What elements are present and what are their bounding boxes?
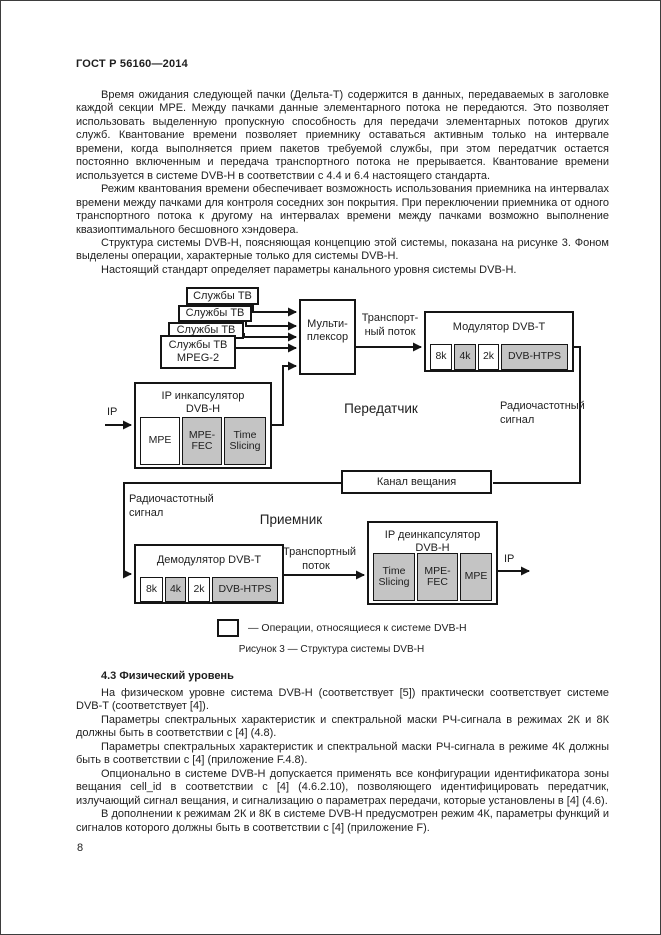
box-label: IP деинкапсулятор <box>384 529 481 541</box>
box-ip-encapsulator: IP инкапсулятор DVB-H MPE MPE- FEC Time … <box>134 382 272 469</box>
connector-tv1-mux <box>252 305 297 317</box>
diagram-connectors <box>105 305 581 580</box>
page-number: 8 <box>77 842 84 854</box>
box-label: DVB-H <box>185 403 221 415</box>
mode-4k: 4k <box>454 344 476 370</box>
connector-tv2-mux <box>245 321 297 331</box>
paragraph: На физическом уровне система DVB-H (соот… <box>76 687 609 713</box>
page-header: ГОСТ Р 56160—2014 <box>76 58 188 70</box>
box-demodulator-dvbt: Демодулятор DVB-T 8k 4k 2k DVB-HTPS <box>134 544 284 604</box>
connector-channel-demod <box>123 482 342 579</box>
label-receiver: Приемник <box>259 512 323 527</box>
box-label: Канал вещания <box>376 475 457 488</box>
box-label: DVB-H <box>415 542 450 554</box>
op-mpe-fec: MPE- FEC <box>417 553 458 601</box>
label-transmitter: Передатчик <box>344 401 418 416</box>
label-transport-stream-tx: Транспорт- ный поток <box>361 312 419 338</box>
box-tv-services-2: Службы ТВ <box>178 305 252 322</box>
box-tv-services-1: Службы ТВ <box>186 287 259 305</box>
mode-8k: 8k <box>140 577 163 602</box>
encapsulator-ops-row: MPE MPE- FEC Time Slicing <box>140 417 266 465</box>
mode-2k: 2k <box>478 344 499 370</box>
paragraph: Параметры спектральных характеристик и с… <box>76 740 609 767</box>
op-mpe-fec: MPE- FEC <box>182 417 222 465</box>
box-ip-deencapsulator: IP деинкапсулятор DVB-H Time Slicing MPE… <box>367 521 498 605</box>
mode-4k: 4k <box>165 577 186 602</box>
op-mpe: MPE <box>460 553 492 601</box>
deencapsulator-ops-row: Time Slicing MPE- FEC MPE <box>373 553 492 601</box>
box-multiplexer: Мульти- плексор <box>299 299 356 375</box>
label-transport-stream-rx: Транспортный поток <box>283 546 357 572</box>
box-label: Демодулятор DVB-T <box>156 554 262 566</box>
box-label: Службы ТВ <box>176 324 236 336</box>
box-label: Службы ТВ <box>185 307 245 319</box>
paragraph: Опционально в системе DVB-H допускается … <box>76 767 609 807</box>
paragraph: Настоящий стандарт определяет параметры … <box>101 263 517 276</box>
modulator-modes-row: 8k 4k 2k DVB-HTPS <box>430 344 568 370</box>
mode-dvb-htps: DVB-HTPS <box>501 344 568 370</box>
op-mpe: MPE <box>140 417 180 465</box>
label-ip-input: IP <box>107 406 118 418</box>
op-time-slicing: Time Slicing <box>373 553 415 601</box>
box-broadcast-channel: Канал вещания <box>341 470 492 494</box>
box-label: плексор <box>306 331 349 343</box>
box-label: MPEG-2 <box>176 352 220 364</box>
mode-dvb-htps: DVB-HTPS <box>212 577 278 602</box>
paragraph: Время ожидания следующей пачки (Дельта-Т… <box>76 89 609 182</box>
figure-caption: Рисунок 3 — Структура системы DVB-H <box>238 644 425 655</box>
legend-text: — Операции, относящиеся к системе DVB-H <box>248 622 467 634</box>
paragraph: Параметры спектральных характеристик и с… <box>76 713 609 740</box>
box-label: Модулятор DVB-T <box>452 321 546 333</box>
legend-swatch <box>217 619 239 637</box>
demodulator-modes-row: 8k 4k 2k DVB-HTPS <box>140 577 278 602</box>
box-label: Мульти- <box>307 318 348 330</box>
mode-8k: 8k <box>430 344 452 370</box>
label-rf-signal-right: Радиочастотный сигнал <box>500 400 585 426</box>
paragraph: Режим квантования времени обеспечивает в… <box>76 183 609 236</box>
text-block-1: Время ожидания следующей пачки (Дельта-Т… <box>76 89 609 277</box>
figure-3-diagram: Службы ТВ Службы ТВ Службы ТВ Службы ТВ … <box>1 281 660 661</box>
box-modulator-dvbt: Модулятор DVB-T 8k 4k 2k DVB-HTPS <box>424 311 574 372</box>
op-time-slicing: Time Slicing <box>224 417 266 465</box>
connector-mod-channel <box>493 346 581 484</box>
box-label: IP инкапсулятор <box>161 390 245 402</box>
label-ip-output: IP <box>504 553 515 565</box>
label-rf-signal-left: Радиочастотный сигнал <box>129 493 214 519</box>
text-block-2: 4.3 Физический уровень На физическом уро… <box>76 669 609 835</box>
connector-enc-mux <box>272 361 297 426</box>
paragraph: Структура системы DVB-H, поясняющая конц… <box>76 236 609 263</box>
box-tv-services-mpeg2: Службы ТВ MPEG-2 <box>160 335 236 369</box>
connector-tv3-mux <box>243 332 297 342</box>
mode-2k: 2k <box>188 577 210 602</box>
box-label: Службы ТВ <box>168 339 228 351</box>
paragraph: В дополнении к режимам 2К и 8К в системе… <box>76 808 609 834</box>
box-label: Службы ТВ <box>193 289 252 302</box>
section-heading: 4.3 Физический уровень <box>101 670 234 682</box>
